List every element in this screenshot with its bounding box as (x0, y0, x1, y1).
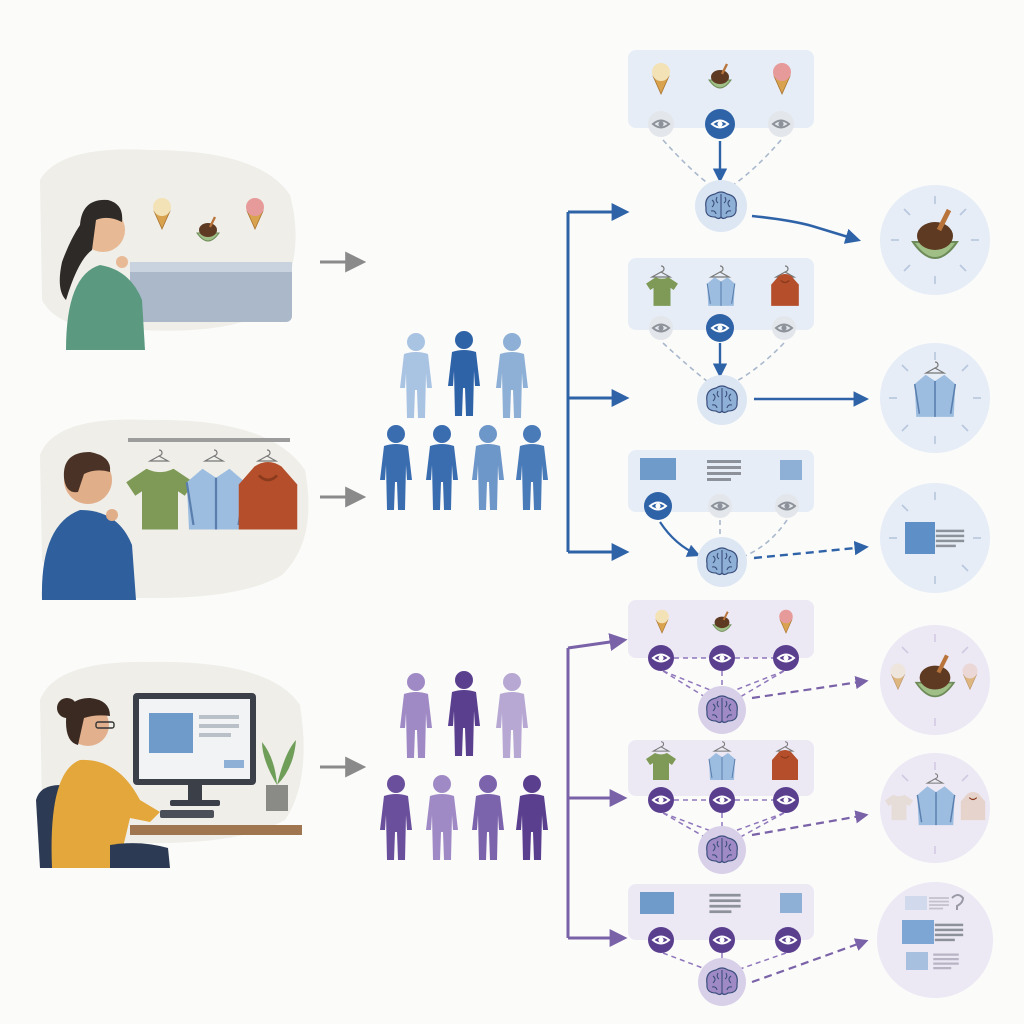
eye-icon (648, 927, 674, 953)
outcome-webpage-image (880, 483, 990, 593)
blue-shirt-icon (913, 373, 957, 418)
small-image-icon (906, 952, 928, 970)
image-block-icon (640, 892, 674, 914)
blue-shirt-icon (185, 467, 247, 531)
outcome-mixed-clothing (880, 753, 990, 863)
person-icon (426, 425, 458, 510)
blue-shirt-icon (916, 785, 956, 826)
person-icon (400, 333, 432, 418)
person-icon (472, 425, 504, 510)
outcome-mixed-ice-cream (880, 625, 990, 735)
eye-icon (772, 316, 796, 340)
image-block-icon (905, 522, 935, 554)
small-image-icon (780, 893, 802, 913)
person-icon (472, 775, 504, 860)
outcome-mixed-webpage (877, 882, 993, 998)
outcome-chocolate-bowl (880, 185, 990, 295)
person-icon (400, 673, 432, 758)
blue-bracket (566, 203, 630, 561)
person-icon (380, 425, 412, 510)
person-icon (496, 673, 528, 758)
person-icon (448, 671, 480, 756)
ice-cream-shop-scene (40, 149, 296, 350)
eye-icon (768, 111, 794, 137)
brain-icon (705, 191, 737, 220)
eye-icon (709, 787, 735, 813)
image-block-icon (902, 920, 934, 944)
eye-icon (649, 316, 673, 340)
eye-icon (648, 645, 674, 671)
webpage-mixed-panel (628, 884, 869, 1006)
woman-at-computer (36, 698, 214, 868)
ice-cream-choice-panel (628, 50, 861, 244)
purple-bracket (566, 633, 628, 947)
eye-icon (773, 645, 799, 671)
eye-icon (648, 787, 674, 813)
woman-looking-at-ice-cream (59, 199, 145, 350)
brain-icon (706, 695, 738, 724)
person-icon (448, 331, 480, 416)
brain-icon (706, 835, 738, 864)
plant-icon (262, 740, 296, 811)
eye-icon (775, 494, 799, 518)
ice-cream-mixed-panel (628, 600, 869, 734)
eye-icon (708, 494, 732, 518)
eye-icon (709, 645, 735, 671)
eye-icon (648, 111, 674, 137)
desk (130, 825, 302, 835)
small-image-icon (780, 460, 802, 480)
brain-icon (706, 385, 738, 414)
brain-icon (706, 967, 738, 996)
person-icon (426, 775, 458, 860)
eye-icon (773, 787, 799, 813)
person-icon (516, 775, 548, 860)
clothing-mixed-panel (628, 740, 869, 874)
clothing-choice-panel (628, 258, 870, 425)
eye-icon (709, 927, 735, 953)
blue-shirt-icon (708, 752, 736, 781)
person-icon (380, 775, 412, 860)
eye-icon (706, 314, 734, 342)
webpage-choice-panel (628, 450, 869, 587)
blue-shirt-icon (706, 276, 736, 307)
outcome-blue-shirt (880, 343, 990, 453)
eye-icon (775, 927, 801, 953)
monitor-icon (133, 693, 256, 806)
person-icon (496, 333, 528, 418)
eye-icon (644, 492, 672, 520)
image-block-icon (640, 458, 676, 480)
blue-people-group (380, 331, 548, 510)
eye-icon (705, 109, 735, 139)
person-icon (516, 425, 548, 510)
clothing-rack-scene (40, 419, 309, 600)
man-looking-at-clothes (41, 452, 136, 600)
purple-people-group (380, 671, 548, 860)
computer-screen-scene (36, 661, 304, 868)
brain-icon (706, 547, 738, 576)
counter (130, 262, 292, 322)
